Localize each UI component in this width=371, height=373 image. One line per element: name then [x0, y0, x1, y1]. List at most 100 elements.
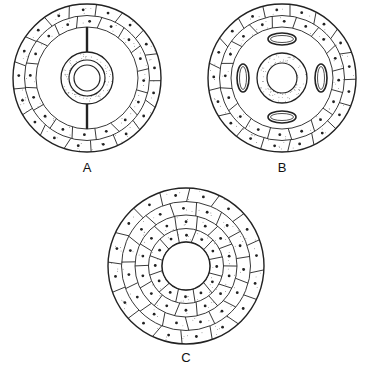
- stipple: [225, 291, 227, 293]
- stipple: [135, 99, 137, 101]
- stipple: [122, 261, 124, 263]
- stipple: [99, 93, 101, 95]
- cell-wall: [113, 135, 117, 146]
- nucleus: [145, 43, 148, 46]
- stipple: [180, 300, 182, 302]
- stipple: [156, 304, 158, 306]
- stipple: [268, 88, 270, 90]
- stipple: [269, 95, 271, 97]
- cell-wall: [95, 5, 96, 16]
- nucleus: [142, 115, 145, 118]
- nucleus: [226, 224, 229, 227]
- nucleus: [170, 238, 173, 241]
- stipple: [133, 216, 135, 218]
- cell-wall: [128, 310, 139, 318]
- stipple: [207, 237, 209, 239]
- stipple: [133, 45, 135, 47]
- nucleus: [150, 237, 153, 240]
- cell-wall: [219, 284, 232, 288]
- stipple: [150, 97, 152, 99]
- nucleus: [321, 132, 324, 135]
- stipple: [324, 29, 326, 31]
- stipple: [237, 230, 239, 232]
- cell-wall: [153, 326, 162, 337]
- cell-wall: [236, 256, 249, 258]
- stipple: [121, 299, 123, 301]
- cross-section-b: [208, 4, 356, 152]
- stipple: [298, 89, 300, 91]
- cell-wall: [97, 17, 102, 28]
- stipple: [53, 118, 55, 120]
- stipple: [130, 113, 132, 115]
- stipple: [99, 96, 101, 98]
- nucleus: [338, 113, 341, 116]
- outline: [231, 27, 333, 129]
- stipple: [242, 113, 244, 115]
- stipple: [263, 67, 265, 69]
- bundle-inner: [318, 67, 325, 90]
- stipple: [139, 52, 141, 54]
- cell-wall: [40, 125, 45, 136]
- nucleus: [251, 15, 254, 18]
- stipple: [215, 239, 217, 241]
- stipple: [69, 20, 71, 22]
- cross-section-a: [13, 4, 161, 152]
- stipple: [184, 310, 186, 312]
- stipple: [107, 66, 109, 68]
- cell-wall: [223, 265, 237, 266]
- cell-wall: [175, 216, 177, 229]
- cell-wall: [209, 88, 220, 91]
- cell-wall: [15, 62, 26, 66]
- stipple: [82, 55, 84, 57]
- nucleus: [239, 244, 242, 247]
- stipple: [20, 104, 22, 106]
- stipple: [46, 131, 48, 133]
- stipple: [69, 61, 71, 63]
- cell-wall: [26, 37, 37, 42]
- nucleus: [34, 121, 37, 124]
- nucleus: [37, 29, 40, 32]
- outline: [13, 4, 161, 152]
- nucleus: [47, 35, 50, 38]
- stipple: [66, 78, 68, 80]
- stipple: [233, 274, 235, 276]
- stipple: [302, 83, 304, 85]
- stipple: [32, 36, 34, 38]
- cell-wall: [133, 120, 140, 129]
- cell-wall: [126, 283, 138, 289]
- stipple: [319, 117, 321, 119]
- cell-wall: [209, 273, 222, 276]
- stipple: [260, 87, 262, 89]
- cell-wall: [116, 233, 129, 236]
- outline: [69, 60, 105, 96]
- stipple: [182, 325, 184, 327]
- stipple: [294, 57, 296, 59]
- nucleus: [298, 143, 301, 146]
- stipple: [310, 33, 312, 35]
- outline: [25, 16, 150, 141]
- stipple: [216, 334, 218, 336]
- cell-wall: [328, 121, 336, 129]
- nucleus: [185, 309, 188, 312]
- cell-wall: [340, 52, 352, 54]
- stipple: [228, 241, 230, 243]
- nucleus: [44, 115, 47, 118]
- nucleus: [34, 52, 37, 55]
- cell-wall: [33, 105, 43, 111]
- stipple: [240, 43, 242, 45]
- stipple: [188, 198, 190, 200]
- nucleus: [158, 280, 161, 283]
- stipple: [278, 96, 280, 98]
- cell-wall: [332, 90, 343, 93]
- stipple: [37, 106, 39, 108]
- cell-wall: [314, 12, 316, 24]
- cell-wall: [203, 282, 212, 293]
- stipple: [214, 79, 216, 81]
- cell-wall: [209, 312, 215, 324]
- stipple: [262, 81, 264, 83]
- stipple: [22, 58, 24, 60]
- stipple: [130, 293, 132, 295]
- outline: [122, 202, 251, 331]
- stipple: [262, 67, 264, 69]
- nucleus: [116, 247, 119, 250]
